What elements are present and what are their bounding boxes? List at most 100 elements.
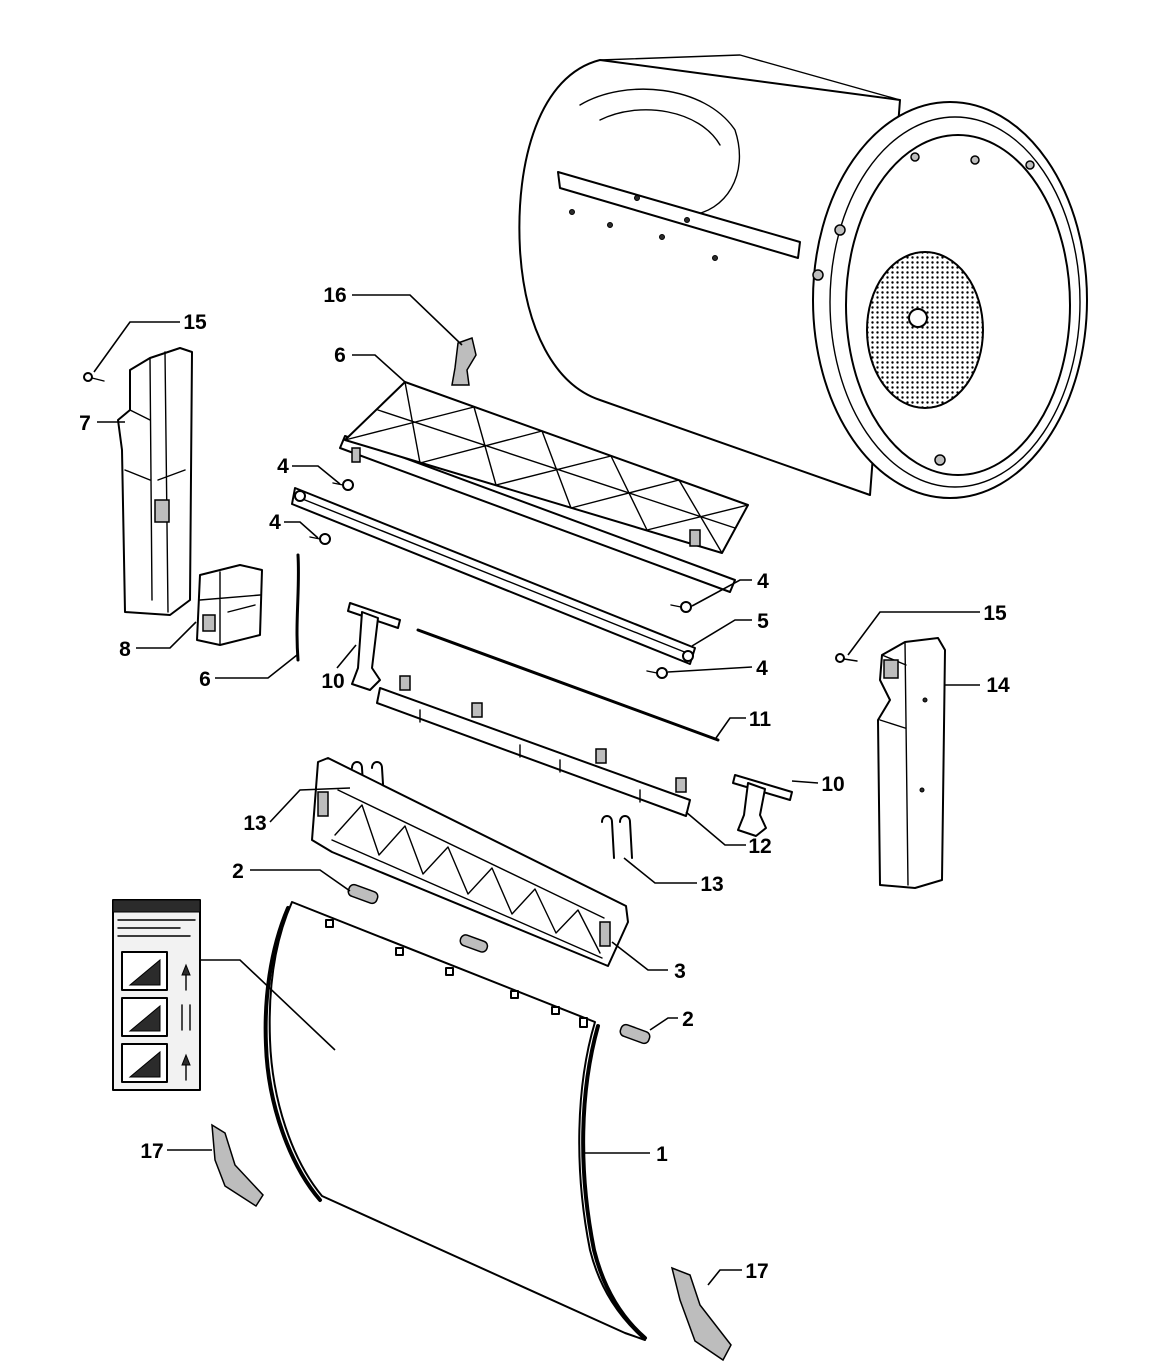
leader-2-left — [250, 869, 351, 892]
panel-notch — [445, 967, 454, 976]
callout-8: 8 — [119, 638, 131, 661]
instruction-label-card — [112, 899, 201, 1091]
drum-bolt — [934, 454, 946, 466]
panel-notch — [579, 1017, 588, 1028]
screw-shank — [843, 658, 858, 662]
part-7-bracket-body — [117, 347, 193, 616]
part-3-rack-top-line — [337, 789, 605, 919]
callout-10-right: 10 — [821, 773, 844, 796]
callout-14: 14 — [986, 674, 1010, 697]
leader-4-a — [292, 465, 341, 485]
part-12-rail-detail — [419, 709, 641, 803]
part-13-clip-left — [351, 761, 385, 801]
part-3-rack-end — [317, 791, 329, 817]
callout-7: 7 — [79, 412, 91, 435]
part-17-clip-left — [211, 1123, 264, 1208]
leader-3 — [611, 941, 668, 971]
drum-hole — [712, 255, 718, 261]
part-7-bracket-detail — [124, 351, 186, 613]
callout-15-left: 15 — [183, 311, 207, 334]
drum-opening-bar — [557, 171, 801, 259]
part-8-box-window — [202, 614, 216, 632]
drum-bolt — [1025, 160, 1035, 170]
part-6-lattice-a — [344, 406, 749, 531]
part-3-rack-bottom-line — [331, 839, 603, 959]
part-5-rail-end — [294, 490, 306, 502]
part-14-bracket-tab — [883, 659, 899, 679]
callout-labels: 16 15 6 7 4 4 8 6 10 4 5 4 15 14 11 10 1… — [79, 284, 1010, 1283]
leader-2-right — [649, 1017, 678, 1031]
drum-hole — [659, 234, 665, 240]
label-card-header — [112, 899, 201, 913]
drum-bolt — [970, 155, 980, 165]
part-14-right-bracket — [877, 637, 946, 889]
part-16-clip — [451, 337, 477, 386]
part-4-screws — [309, 479, 692, 679]
leader-15-right — [847, 611, 980, 656]
leader-12 — [685, 811, 746, 846]
leader-5 — [691, 619, 752, 647]
clip-leg — [351, 611, 381, 691]
callout-13-left: 13 — [243, 812, 266, 835]
drum-grille — [866, 251, 984, 409]
part-6-foot — [351, 447, 361, 463]
part-6-center-line — [377, 409, 736, 529]
drum-hole — [634, 195, 640, 201]
clip-leg — [737, 782, 767, 837]
callout-6-rod: 6 — [199, 668, 211, 691]
part-3-rack-body — [311, 757, 629, 967]
part-10-clip-left — [347, 602, 401, 691]
part-2-pin-middle — [459, 934, 489, 953]
part-13-clip-right — [601, 815, 633, 859]
leader-lines — [93, 294, 980, 1286]
label-card-pictogram-shapes — [128, 958, 161, 1078]
panel-notch — [395, 947, 404, 956]
leader-label-card — [200, 959, 336, 1051]
part-7-left-bracket — [117, 347, 193, 616]
part-10-clip-right — [732, 774, 793, 837]
leader-6-rod — [215, 654, 298, 679]
part-12-tab-rail — [376, 675, 691, 817]
callout-4-b: 4 — [269, 511, 281, 534]
part-5-rail — [291, 487, 696, 665]
callout-3: 3 — [674, 960, 686, 983]
part-12-tab — [471, 702, 483, 718]
callout-12: 12 — [748, 835, 771, 858]
callout-2-left: 2 — [232, 860, 244, 883]
drum-assembly — [518, 54, 1088, 499]
part-4-screw — [309, 533, 331, 545]
part-2-pin-left — [347, 883, 379, 905]
drum-holes — [569, 195, 718, 261]
leader-17-right — [707, 1269, 742, 1286]
part-6-lower-rail — [339, 435, 736, 593]
leader-10-right — [791, 780, 819, 784]
part-6-baffle-frame — [339, 381, 749, 593]
callout-17-left: 17 — [140, 1140, 163, 1163]
leader-4-b — [284, 521, 319, 539]
drum-opening-interior — [579, 88, 741, 216]
leader-15-left — [93, 321, 180, 373]
drum-bolt — [834, 224, 846, 236]
drum-hole — [607, 222, 613, 228]
leader-8 — [136, 621, 197, 649]
leader-16 — [352, 294, 463, 346]
panel-notch — [551, 1006, 560, 1015]
part-12-rail-body — [376, 687, 691, 817]
part-15-screw-right — [835, 653, 858, 663]
part-11-rod — [416, 628, 720, 742]
part-8-lock-box — [196, 564, 263, 646]
leader-13-left — [269, 787, 351, 823]
label-card-text-lines — [117, 919, 196, 937]
part-2-pin-right — [619, 1023, 651, 1045]
drum-hub — [908, 308, 928, 328]
part-3-rack — [311, 757, 629, 967]
part-1-door-panel — [263, 901, 647, 1341]
drum-front-ring-middle — [829, 116, 1081, 488]
part-12-tab — [595, 748, 607, 764]
callout-4-a: 4 — [277, 455, 289, 478]
callout-11: 11 — [749, 708, 772, 731]
drum-bolts — [812, 152, 1035, 466]
part-3-rack-end — [599, 921, 611, 947]
part-4-screw — [332, 479, 354, 491]
